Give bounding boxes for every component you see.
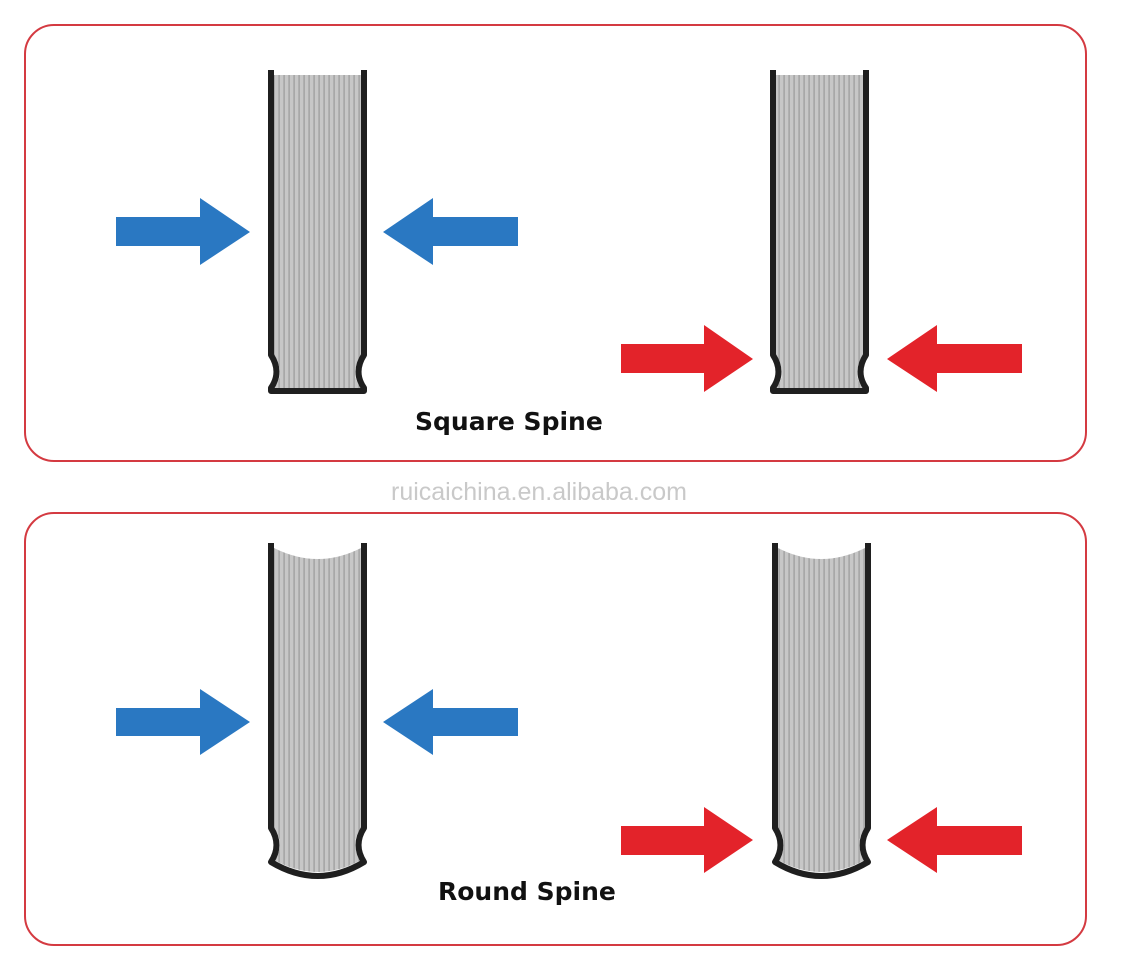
red-arrow-left — [887, 325, 1022, 392]
round-spine-label: Round Spine — [438, 877, 616, 906]
red-arrow-right — [621, 807, 753, 873]
round-spine-book-right — [772, 543, 871, 879]
red-arrow-right — [621, 325, 753, 392]
blue-arrow-left — [383, 689, 518, 755]
square-spine-label: Square Spine — [415, 407, 603, 436]
watermark-text: ruicaichina.en.alibaba.com — [391, 478, 688, 506]
blue-arrow-right — [116, 689, 250, 755]
blue-arrow-left — [383, 198, 518, 265]
blue-arrow-right — [116, 198, 250, 265]
square-spine-book-right — [770, 70, 869, 394]
red-arrow-left — [887, 807, 1022, 873]
square-spine-book-left — [268, 70, 367, 394]
round-spine-book-left — [268, 543, 367, 879]
